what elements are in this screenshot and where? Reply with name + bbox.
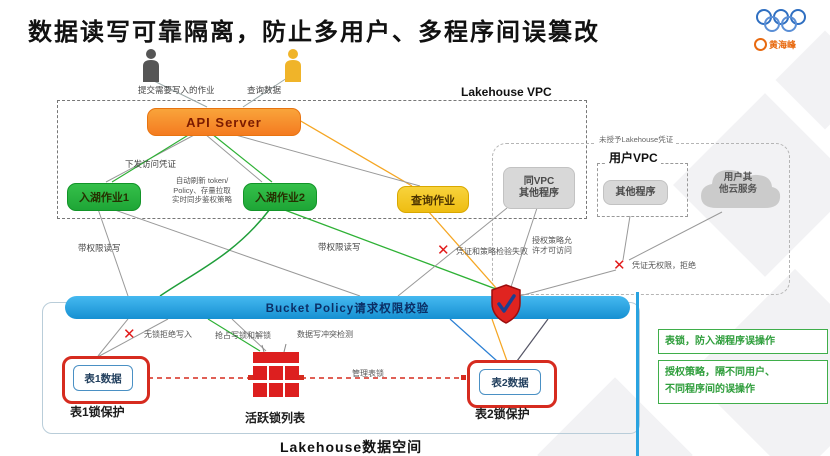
token-note-line2: Policy、存量拉取 (173, 185, 231, 195)
note2-line2: 不同程序间的误操作 (665, 384, 755, 395)
ingest-job1-node[interactable]: 入湖作业1 (67, 183, 141, 211)
olympic-rings-icon (756, 9, 806, 32)
note-table-lock: 表锁，防入湖程序误操作 (658, 329, 828, 354)
token-policy-note: 自动刷新 token/ Policy、存量拉取 实时同步鉴权策略 (172, 176, 232, 205)
note1-text: 表锁，防入湖程序误操作 (665, 336, 775, 347)
same-vpc-line1: 同VPC (523, 176, 555, 187)
api-server-node[interactable]: API Server (147, 108, 301, 136)
table1-caption: 表1锁保护 (70, 405, 125, 419)
no-permission-label: 凭证无权限，拒绝 (632, 261, 696, 270)
lakehouse-vpc-label: Lakehouse VPC (458, 85, 555, 99)
note-auth-policy: 授权策略，隔不同用户、 不同程序间的误操作 (658, 360, 828, 404)
error-x-icon: ✕ (613, 257, 626, 274)
table1-data-node[interactable]: 表1数据 (73, 365, 133, 391)
dataspace-title: Lakehouse数据空间 (280, 439, 423, 455)
lock-acquire-label: 抢占写锁和解锁 (215, 331, 271, 340)
error-x-icon: ✕ (123, 326, 136, 343)
brand-label: 黄海峰 (769, 40, 797, 50)
user-vpc-label: 用户VPC (606, 149, 661, 166)
policy-allow-line2: 许才可访问 (532, 245, 572, 255)
table2-data-label: 表2数据 (491, 376, 529, 389)
issue-credential-label: 下发访问凭证 (125, 159, 177, 169)
check-fail-label: 凭证和策略检验失败 (456, 247, 528, 256)
lock-list-caption: 活跃锁列表 (245, 411, 306, 425)
same-vpc-program-node[interactable]: 同VPC 其他程序 (503, 167, 575, 209)
active-lock-list-icon (253, 352, 299, 397)
query-job-node[interactable]: 查询作业 (397, 186, 469, 213)
perm-rw-left-label: 带权限读写 (78, 243, 121, 253)
table2-data-node[interactable]: 表2数据 (479, 369, 541, 395)
user-cloud-icon (701, 170, 781, 208)
bucket-policy-bar: Bucket Policy请求权限校验 (65, 296, 630, 319)
other-program-label: 其他程序 (615, 186, 656, 198)
page-title: 数据读写可靠隔离，防止多用户、多程序间误篡改 (28, 19, 600, 46)
user-cloud-label: 用户其 他云服务 (710, 172, 766, 196)
ingest-job2-label: 入湖作业2 (254, 192, 306, 204)
user-cloud-line2: 他云服务 (718, 184, 757, 195)
token-note-line1: 自动刷新 token/ (175, 176, 229, 185)
ingest-job1-label: 入湖作业1 (78, 192, 130, 204)
table1-data-label: 表1数据 (84, 372, 122, 385)
note2-line1: 授权策略，隔不同用户、 (665, 367, 775, 378)
other-program-node[interactable]: 其他程序 (603, 180, 668, 205)
query-job-label: 查询作业 (411, 194, 455, 207)
token-note-line3: 实时同步鉴权策略 (172, 195, 232, 204)
shield-check-icon (491, 284, 521, 324)
external-region-label: 未授予Lakehouse凭证 (596, 135, 677, 145)
writer-request-label: 提交需要写入的作业 (138, 85, 215, 95)
brand-dot-icon (754, 38, 767, 51)
divider-line (636, 292, 639, 456)
bucket-policy-label: Bucket Policy请求权限校验 (265, 302, 430, 315)
writer-person-icon (143, 49, 159, 82)
brand-watermark: 黄海峰 (754, 38, 796, 51)
ingest-job2-node[interactable]: 入湖作业2 (243, 183, 317, 211)
same-vpc-line2: 其他程序 (519, 188, 559, 199)
policy-allow-line1: 授权策略允 (532, 236, 572, 245)
policy-allow-label: 授权策略允 许才可访问 (532, 236, 572, 255)
user-cloud-line1: 用户其 (723, 172, 753, 183)
error-x-icon: ✕ (437, 242, 450, 259)
no-lock-reject-label: 无锁拒绝写入 (144, 330, 192, 339)
conflict-check-label: 数据写冲突检测 (297, 330, 353, 339)
table2-caption: 表2锁保护 (475, 407, 530, 421)
manage-lock-label: 管理表锁 (352, 369, 384, 378)
perm-rw-right-label: 带权限读写 (318, 242, 361, 252)
api-server-label: API Server (186, 114, 262, 130)
query-request-label: 查询数据 (247, 85, 282, 95)
query-person-icon (285, 49, 301, 82)
